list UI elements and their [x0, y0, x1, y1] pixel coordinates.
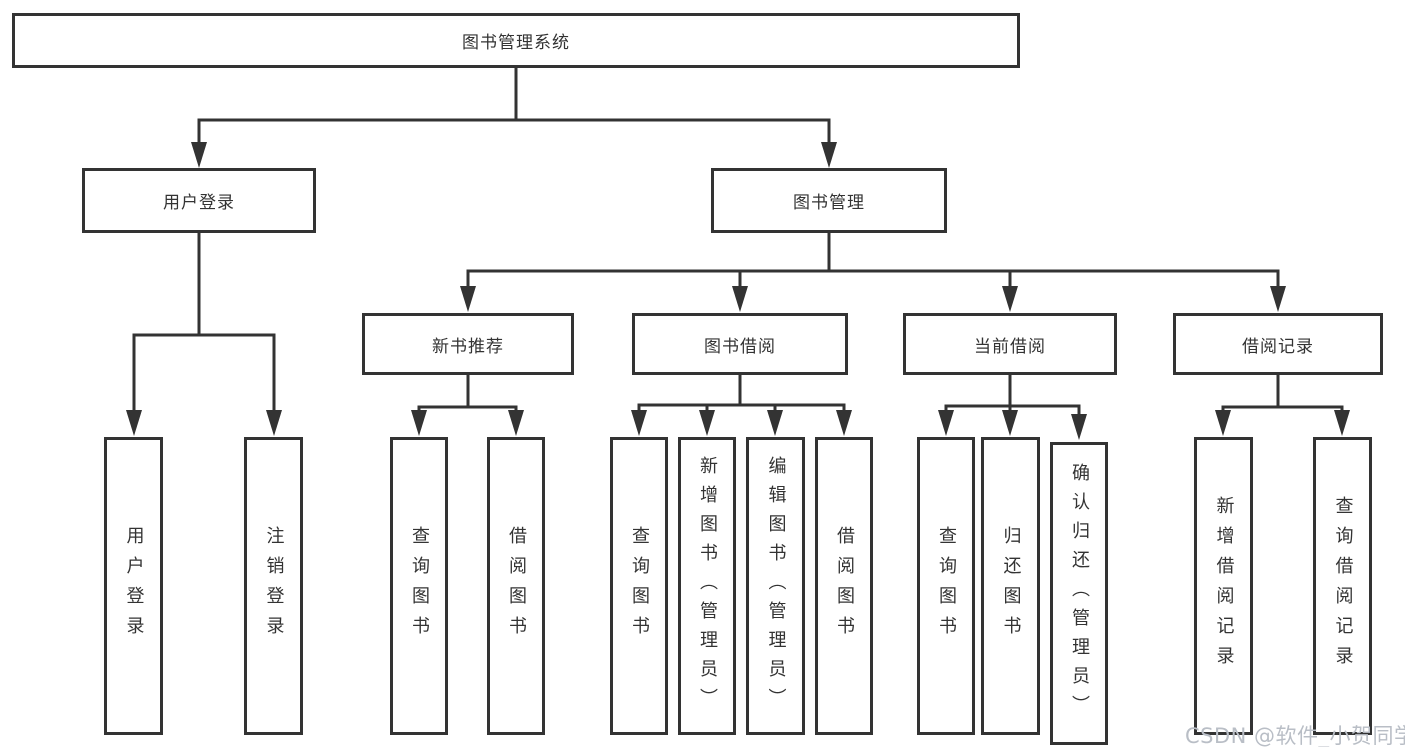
node-root: 图书管理系统 [12, 13, 1020, 68]
node-leaf-confirm-return-admin: 确认归还（管理员） [1050, 442, 1108, 745]
node-leaf-query-books-3: 查询图书 [917, 437, 975, 735]
node-leaf-logout: 注销登录 [244, 437, 303, 735]
node-current-borrowing: 当前借阅 [903, 313, 1117, 375]
csdn-watermark: CSDN @软件_小贺同学 [1185, 724, 1405, 747]
node-leaf-borrow-books-1: 借阅图书 [487, 437, 545, 735]
node-leaf-query-books-1: 查询图书 [390, 437, 448, 735]
node-leaf-query-borrow-record: 查询借阅记录 [1313, 437, 1372, 735]
node-borrowing-records: 借阅记录 [1173, 313, 1383, 375]
node-leaf-edit-books-admin: 编辑图书（管理员） [746, 437, 805, 735]
arrowheads [126, 142, 1350, 440]
node-user-login: 用户登录 [82, 168, 316, 233]
node-leaf-return-books: 归还图书 [981, 437, 1040, 735]
node-book-borrowing: 图书借阅 [632, 313, 848, 375]
node-leaf-borrow-books-2: 借阅图书 [815, 437, 873, 735]
node-leaf-query-books-2: 查询图书 [610, 437, 668, 735]
node-new-book-recommend: 新书推荐 [362, 313, 574, 375]
node-leaf-add-books-admin: 新增图书（管理员） [678, 437, 736, 735]
node-book-management: 图书管理 [711, 168, 947, 233]
node-leaf-add-borrow-record: 新增借阅记录 [1194, 437, 1253, 735]
node-leaf-user-login: 用户登录 [104, 437, 163, 735]
